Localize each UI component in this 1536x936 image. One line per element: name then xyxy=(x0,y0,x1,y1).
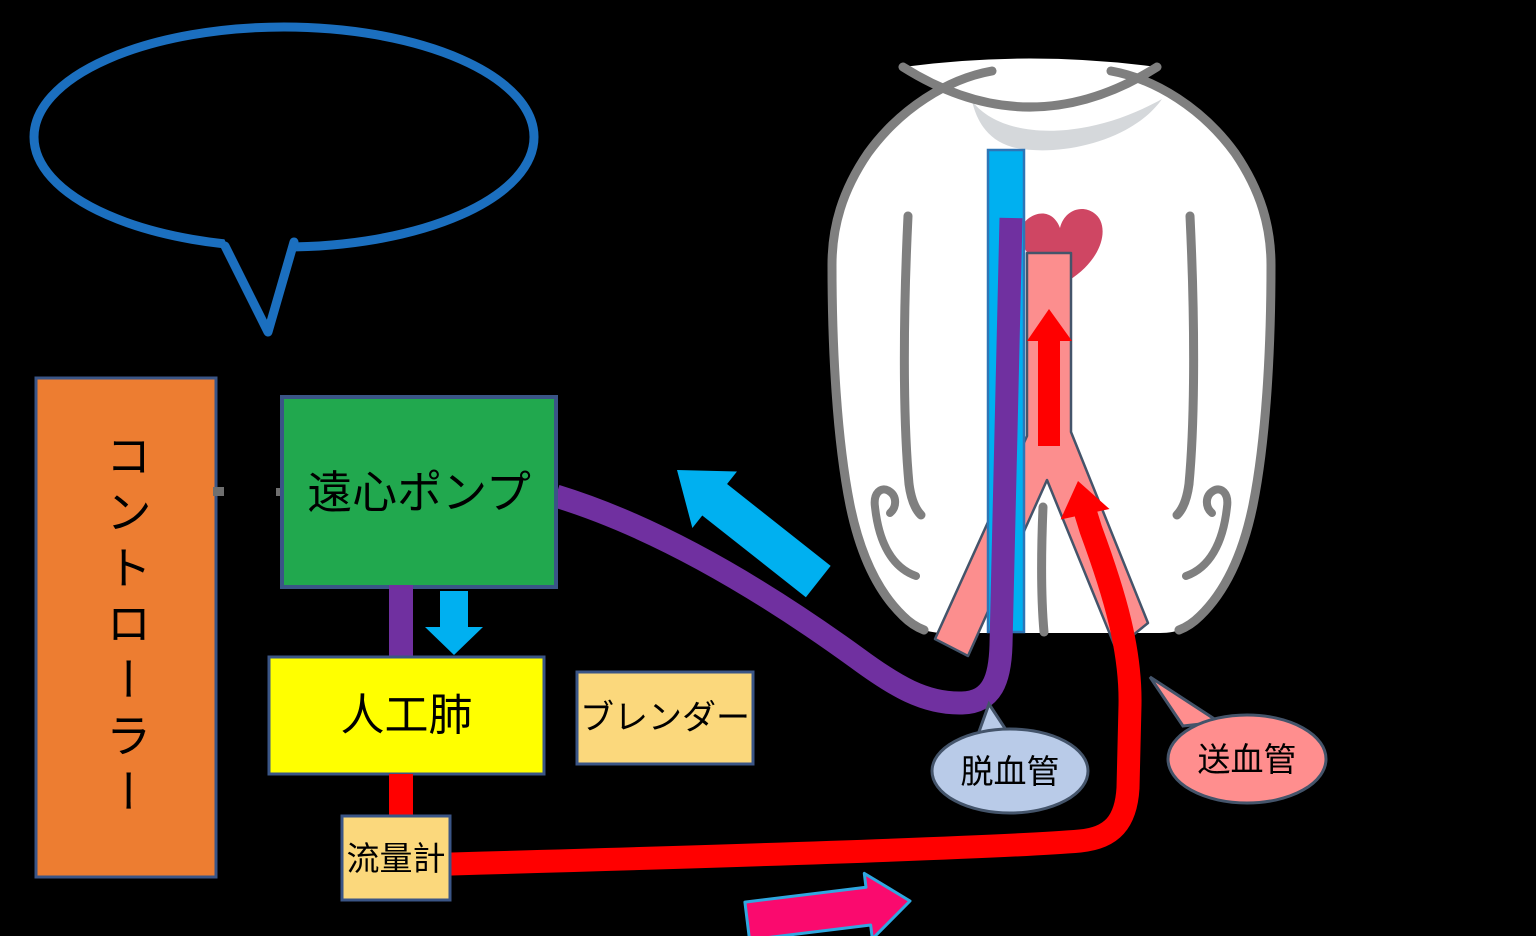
oxygenator-box xyxy=(267,655,546,776)
blender-box xyxy=(575,670,755,766)
body-outline-left xyxy=(827,66,997,635)
return-tube-arrowhead xyxy=(1060,481,1110,520)
drainage-direction-arrow xyxy=(677,470,831,598)
flow-meter-label: 流量計 xyxy=(346,839,446,877)
controller-box xyxy=(34,376,218,879)
leg-line xyxy=(1037,502,1049,637)
return-direction-arrow xyxy=(743,871,912,936)
pump-box xyxy=(280,395,558,589)
body-outline-right xyxy=(1106,66,1276,635)
speech-bubble xyxy=(29,22,539,337)
dashed-connector xyxy=(213,487,284,496)
blood-flow-up-arrow xyxy=(1027,309,1072,446)
right-arm-line xyxy=(1172,211,1199,520)
flow-down-arrow xyxy=(425,591,483,655)
return-callout xyxy=(1148,675,1328,805)
drainage-callout-label: 脱血管 xyxy=(960,752,1060,790)
flow-meter-box xyxy=(340,814,452,902)
pump-lung-tube xyxy=(389,585,413,658)
left-arm-line xyxy=(899,211,926,520)
drainage-tube xyxy=(552,217,1023,715)
left-hand xyxy=(870,485,920,580)
drainage-callout xyxy=(930,700,1090,815)
oxygenator-label: 人工肺 xyxy=(340,690,473,740)
return-callout-label: 送血管 xyxy=(1197,740,1297,778)
head-outline xyxy=(898,62,1162,112)
return-tube xyxy=(440,502,1142,876)
right-hand xyxy=(1182,485,1232,580)
controller-label: コントローラー xyxy=(100,431,152,824)
collar xyxy=(972,99,1162,151)
lung-meter-tube xyxy=(389,774,413,817)
pump-label: 遠心ポンプ xyxy=(307,466,531,518)
blender-label: ブレンダー xyxy=(580,699,750,737)
speech-bubble-text xyxy=(36,28,532,246)
